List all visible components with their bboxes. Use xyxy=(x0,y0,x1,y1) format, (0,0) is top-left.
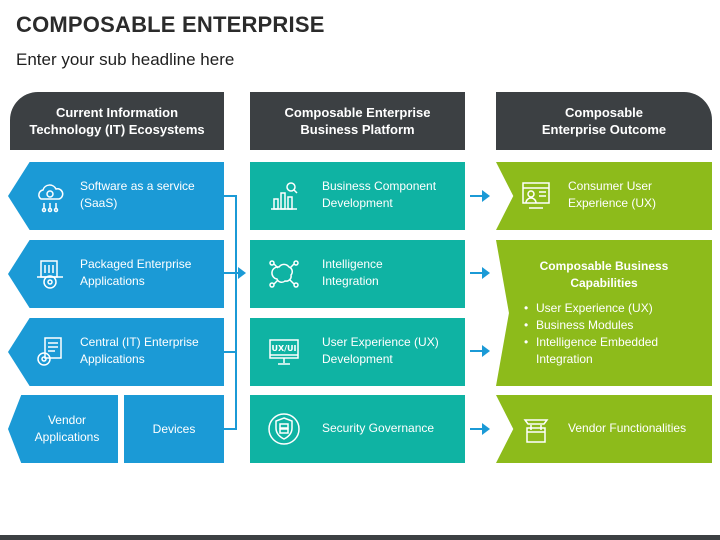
right-box-vendor-line1: Vendor Functionalities xyxy=(568,421,687,435)
middle-box-security-line1: Security Governance xyxy=(322,421,435,435)
capabilities-title-line2: Capabilities xyxy=(570,276,638,290)
middle-box-security: Security Governance xyxy=(250,395,465,463)
middle-box-ux-development-line1: User Experience (UX) xyxy=(322,335,439,349)
middle-box-intelligence-line2: Integration xyxy=(322,274,379,288)
header-enterprise-outcome: Composable Enterprise Outcome xyxy=(496,92,712,150)
capabilities-title-line1: Composable Business xyxy=(539,259,669,273)
arrow-to-platform xyxy=(224,267,246,279)
left-box-central-line2: Applications xyxy=(80,352,145,366)
middle-box-business-component-line1: Business Component xyxy=(322,179,437,193)
header-current-it-line1: Current Information xyxy=(55,105,179,120)
document-gear-icon xyxy=(20,318,80,386)
header-business-platform-line2: Business Platform xyxy=(300,122,415,137)
capabilities-list: User Experience (UX) Business Modules In… xyxy=(522,300,658,368)
left-box-packaged-line1: Packaged Enterprise xyxy=(80,257,192,271)
arrow-to-vendor xyxy=(470,423,490,435)
header-current-it-line2: Technology (IT) Ecosystems xyxy=(29,122,205,137)
page-subtitle: Enter your sub headline here xyxy=(16,50,235,69)
right-box-consumer-line1: Consumer User xyxy=(568,179,653,193)
cloud-gear-icon xyxy=(20,162,80,230)
footer-bar xyxy=(0,535,720,540)
connector-devices xyxy=(224,428,236,430)
calendar-toolbox-icon xyxy=(506,395,566,463)
arrow-to-consumer xyxy=(470,190,490,202)
chart-search-icon xyxy=(254,162,314,230)
right-box-consumer: Consumer User Experience (UX) xyxy=(496,162,712,230)
middle-box-ux-development: UX/UI User Experience (UX) Development xyxy=(250,318,465,386)
building-gear-icon xyxy=(20,240,80,308)
right-box-vendor-functionalities: Vendor Functionalities xyxy=(496,395,712,463)
capability-bullet: Business Modules xyxy=(522,317,658,334)
header-business-platform-line1: Composable Enterprise xyxy=(284,105,431,120)
left-box-saas-line2: (SaaS) xyxy=(80,196,118,210)
middle-box-business-component-line2: Development xyxy=(322,196,393,210)
left-box-central-line1: Central (IT) Enterprise xyxy=(80,335,199,349)
right-box-consumer-line2: Experience (UX) xyxy=(568,196,657,210)
middle-box-business-component: Business Component Development xyxy=(250,162,465,230)
left-box-saas: Software as a service (SaaS) xyxy=(8,162,224,230)
arrow-to-capabilities-1 xyxy=(470,267,490,279)
capability-bullet: Intelligence Embedded xyxy=(522,334,658,351)
right-box-capabilities: Composable Business Capabilities User Ex… xyxy=(496,240,712,386)
ux-ui-monitor-icon: UX/UI xyxy=(254,318,314,386)
left-box-vendor-applications: Vendor Applications xyxy=(8,395,118,463)
header-current-it: Current Information Technology (IT) Ecos… xyxy=(10,92,224,150)
header-business-platform: Composable Enterprise Business Platform xyxy=(250,92,465,150)
brain-network-icon xyxy=(254,240,314,308)
capability-bullet: User Experience (UX) xyxy=(522,300,658,317)
middle-box-intelligence: Intelligence Integration xyxy=(250,240,465,308)
middle-box-intelligence-line1: Intelligence xyxy=(322,257,383,271)
header-enterprise-outcome-line2: Enterprise Outcome xyxy=(541,122,667,137)
left-box-packaged: Packaged Enterprise Applications xyxy=(8,240,224,308)
arrow-to-capabilities-2 xyxy=(470,345,490,357)
capability-bullet-continuation: Integration xyxy=(522,351,658,368)
ux-ui-text: UX/UI xyxy=(271,344,296,353)
left-box-devices-label: Devices xyxy=(152,421,196,436)
left-box-central: Central (IT) Enterprise Applications xyxy=(8,318,224,386)
user-browser-icon xyxy=(506,162,566,230)
capability-bullet-text: Integration xyxy=(536,352,593,366)
connector-saas xyxy=(224,195,236,197)
left-box-packaged-line2: Applications xyxy=(80,274,145,288)
connector-central xyxy=(224,351,236,353)
left-box-vendor-line2: Applications xyxy=(34,430,100,444)
header-enterprise-outcome-line1: Composable xyxy=(564,105,643,120)
shield-server-icon xyxy=(254,395,314,463)
left-box-saas-line1: Software as a service xyxy=(80,179,195,193)
middle-box-ux-development-line2: Development xyxy=(322,352,393,366)
left-box-devices: Devices xyxy=(124,395,224,463)
left-box-vendor-line1: Vendor xyxy=(47,413,87,427)
connector-vertical xyxy=(235,195,237,430)
page-title: COMPOSABLE ENTERPRISE xyxy=(16,12,325,37)
